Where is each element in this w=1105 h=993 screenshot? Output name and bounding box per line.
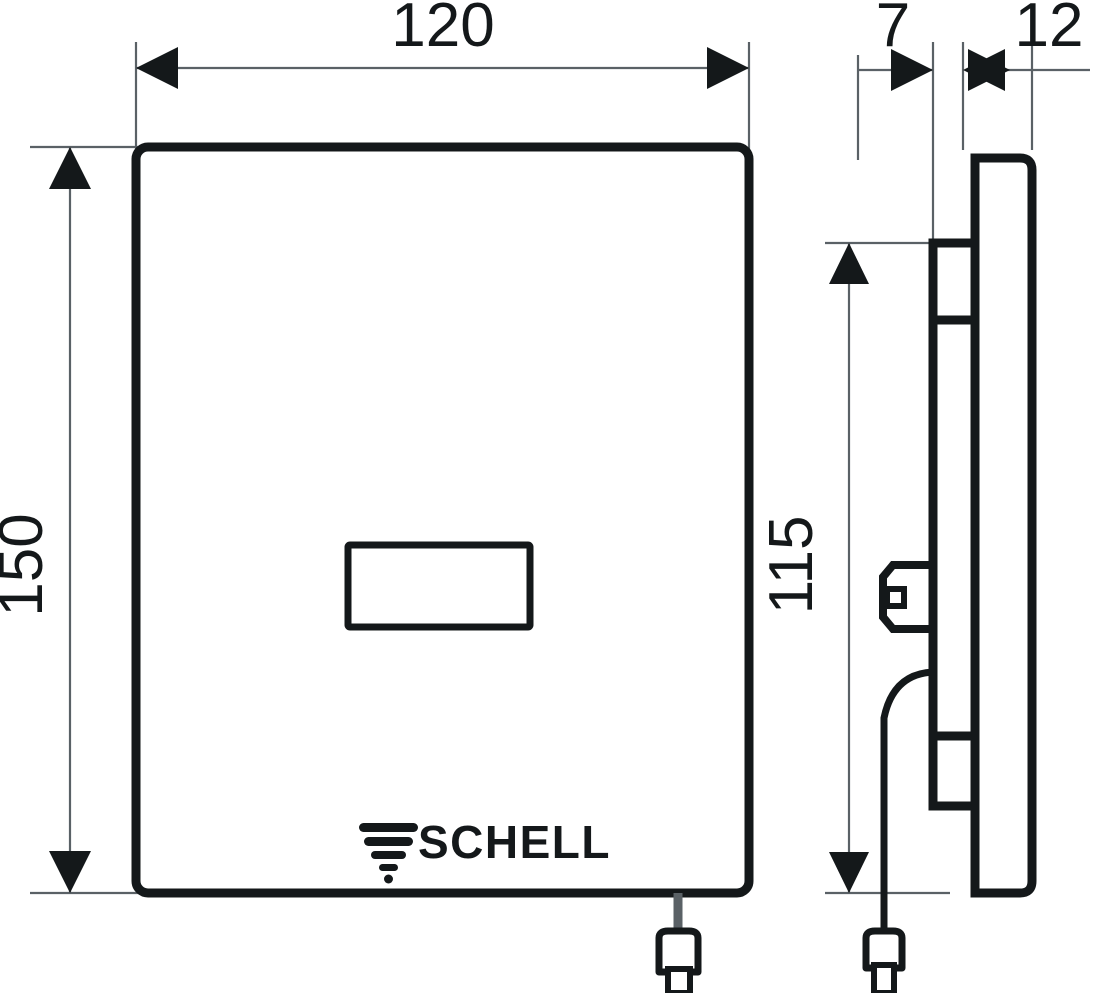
arrow-h115-bottom [829,852,869,893]
arrow-h115-top [829,243,869,284]
dim-label-sensor-height: 115 [757,516,826,615]
dim-label-depth-recess: 7 [876,0,910,60]
brand-logo: SCHELL [359,816,611,884]
brand-wordmark: SCHELL [418,816,611,868]
sensor-block-notch [884,586,907,609]
front-connector-tip [665,966,693,993]
front-connector-body [655,927,702,976]
front-cable-assembly [655,893,702,993]
arrowheads-group [49,47,1010,893]
funnel-bar-2 [364,837,413,846]
panel-outline [131,142,754,898]
funnel-bar-3 [371,851,406,859]
sensor-block [879,561,933,633]
side-connector-body [862,927,906,972]
dim-label-width: 120 [391,0,494,60]
funnel-dot [384,874,393,884]
funnel-bar-1 [359,823,418,832]
side-connector-tip [871,962,897,993]
plate-profile-outer [970,153,1037,898]
schell-funnel-icon [359,823,418,884]
arrow-depth7-right [891,49,933,91]
arrow-width-left [136,47,178,89]
funnel-bar-4 [379,864,398,871]
arrow-height-bottom [49,851,91,893]
side-view [879,153,1037,931]
lower-notch [928,731,975,811]
front-view [131,142,754,898]
sensor-window [344,541,534,631]
upper-notch [928,238,975,325]
dim-label-height: 150 [0,513,56,616]
side-cable-curve [880,668,934,931]
arrow-height-top [49,147,91,189]
side-cable-assembly [862,927,906,993]
arrow-depth12-right [968,49,1010,91]
dim-label-depth-plate: 12 [1015,0,1084,60]
arrow-width-right [707,47,749,89]
